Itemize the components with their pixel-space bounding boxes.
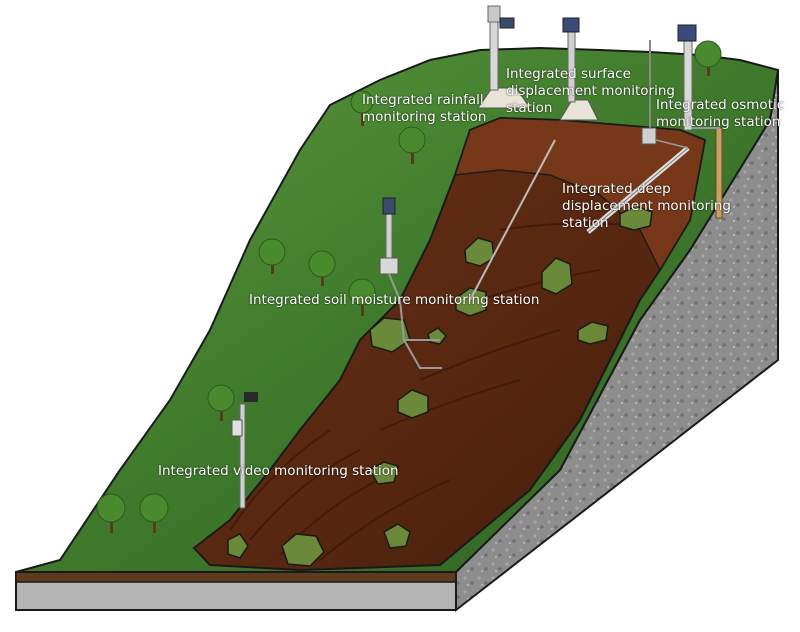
tree [96, 493, 126, 533]
surface-label-line-3: station [506, 100, 553, 116]
deep-label-line-2: displacement monitoring [562, 198, 731, 214]
deep-displacement-station-label: Integrated deep displacement monitoring … [562, 181, 731, 232]
video-station-label: Integrated video monitoring station [158, 463, 399, 480]
surface-label-line-2: displacement monitoring [506, 83, 675, 99]
surface-label-line-1: Integrated surface [506, 66, 631, 82]
tree [139, 493, 169, 533]
soil-moisture-station-label: Integrated soil moisture monitoring stat… [249, 292, 539, 309]
surface-displacement-station [469, 17, 599, 301]
rainfall-label-line-1: Integrated rainfall [362, 92, 484, 108]
deep-label-line-1: Integrated deep [562, 181, 671, 197]
boulders [227, 205, 653, 567]
soil-moisture-station [379, 197, 442, 369]
osmotic-label-line-1: Integrated osmotic [656, 97, 785, 113]
tree [258, 238, 286, 274]
ground-base [15, 571, 457, 611]
rainfall-label-line-2: monitoring station [362, 109, 487, 125]
trees [96, 40, 722, 533]
osmotic-station [677, 24, 723, 219]
osmotic-label-line-2: monitoring station [656, 114, 781, 130]
tree [398, 126, 426, 164]
surface-displacement-station-label: Integrated surface displacement monitori… [506, 66, 675, 117]
rainfall-station [477, 5, 531, 109]
rainfall-station-label: Integrated rainfall monitoring station [362, 92, 486, 126]
deep-displacement-station [586, 40, 690, 234]
osmotic-station-label: Integrated osmotic monitoring station [656, 97, 784, 131]
tree [207, 384, 235, 421]
tree [348, 278, 376, 316]
scarp-wall [453, 117, 706, 272]
tree [350, 90, 374, 126]
video-station [231, 392, 258, 509]
video-label-line-1: Integrated video monitoring station [158, 463, 399, 479]
soil-label-line-1: Integrated soil moisture monitoring stat… [249, 292, 540, 308]
deep-label-line-3: station [562, 215, 609, 231]
tree [694, 40, 722, 76]
tree [308, 250, 336, 286]
